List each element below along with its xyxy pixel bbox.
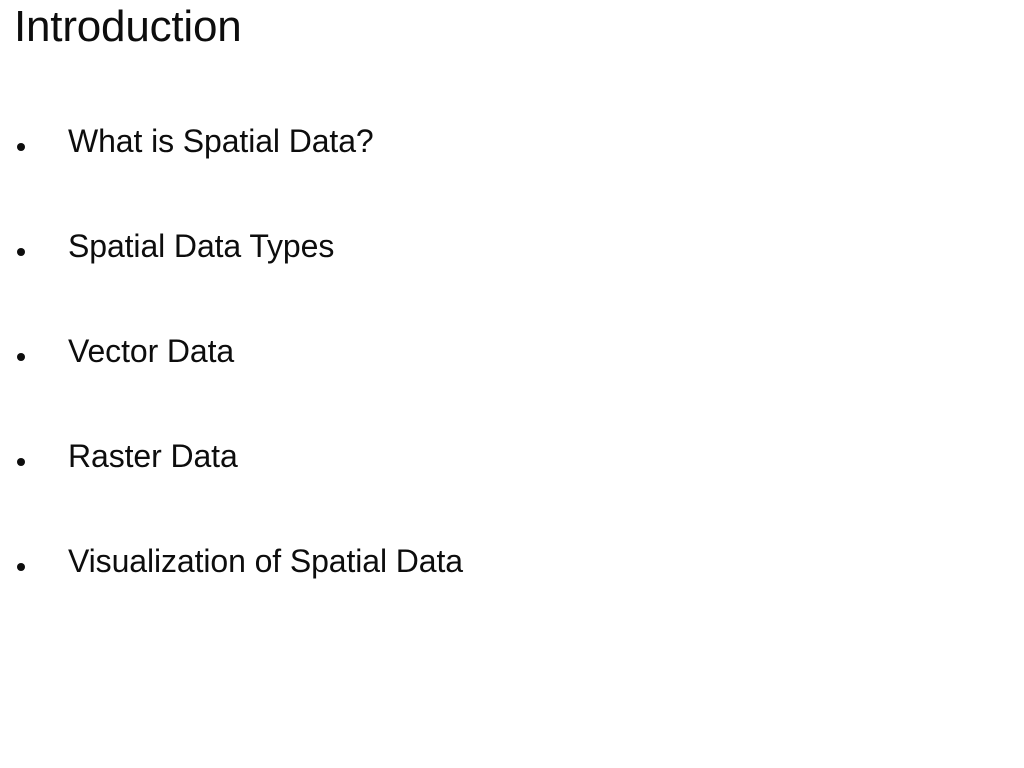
bullet-dot-icon — [17, 248, 25, 256]
bullet-list: What is Spatial Data? Spatial Data Types… — [0, 118, 1024, 643]
bullet-item-label: Spatial Data Types — [68, 228, 335, 264]
list-item: Raster Data — [0, 433, 1024, 538]
bullet-dot-icon — [17, 353, 25, 361]
list-item: Vector Data — [0, 328, 1024, 433]
list-item: What is Spatial Data? — [0, 118, 1024, 223]
bullet-item-label: Raster Data — [68, 438, 238, 474]
list-item: Visualization of Spatial Data — [0, 538, 1024, 643]
bullet-item-label: Visualization of Spatial Data — [68, 543, 463, 579]
list-item: Spatial Data Types — [0, 223, 1024, 328]
bullet-item-label: What is Spatial Data? — [68, 123, 374, 159]
bullet-dot-icon — [17, 143, 25, 151]
page-title: Introduction — [14, 2, 242, 51]
bullet-dot-icon — [17, 458, 25, 466]
bullet-dot-icon — [17, 563, 25, 571]
bullet-item-label: Vector Data — [68, 333, 235, 369]
